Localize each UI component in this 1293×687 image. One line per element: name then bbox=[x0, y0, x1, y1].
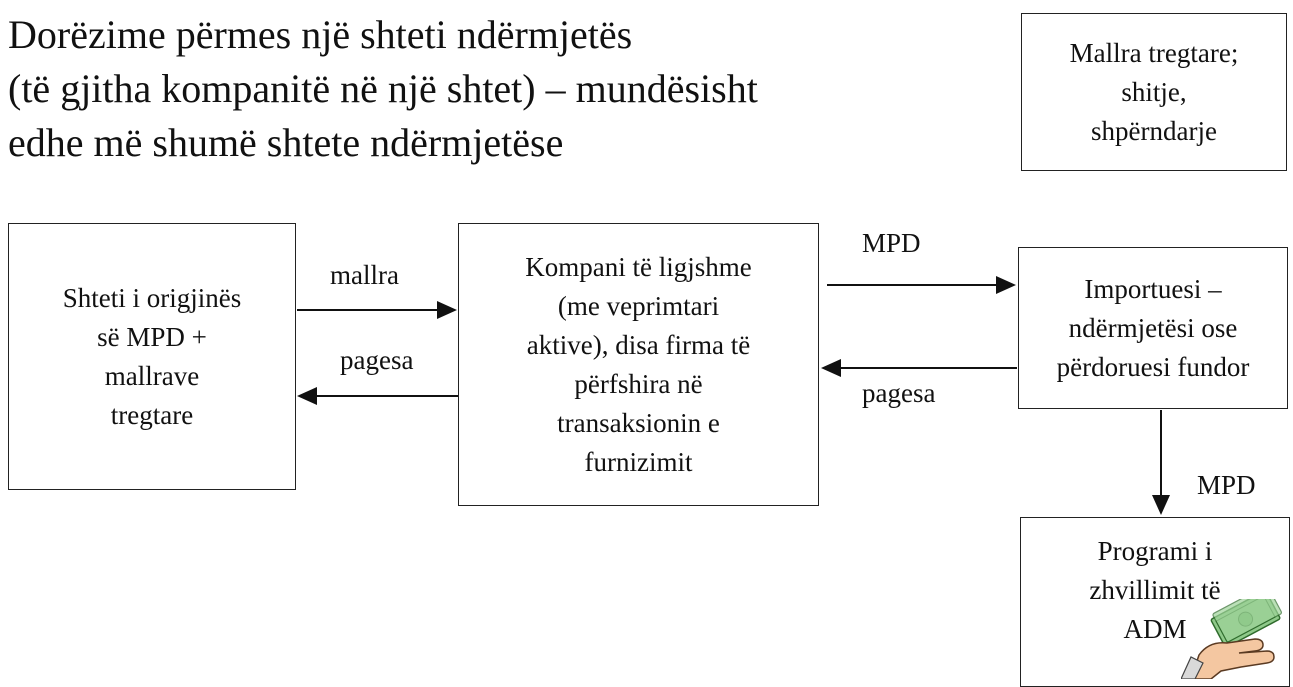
hand-with-money-icon bbox=[1181, 599, 1282, 679]
label-payment-right: pagesa bbox=[862, 378, 936, 408]
title-line-3: edhe më shumë shtete ndërmjetëse bbox=[8, 120, 564, 165]
arrow-mpd-right-head bbox=[996, 276, 1016, 294]
node-origin-country: Shteti i origjinës së MPD + mallrave tre… bbox=[8, 223, 296, 490]
node-program-label: Programi i zhvillimit të ADM bbox=[1089, 536, 1221, 644]
node-importer-label: Importuesi – ndërmjetësi ose përdoruesi … bbox=[1056, 273, 1250, 382]
node-importer: Importuesi – ndërmjetësi ose përdoruesi … bbox=[1018, 247, 1288, 409]
node-companies: Kompani të ligjshme (me veprimtari aktiv… bbox=[458, 223, 819, 506]
node-origin-label: Shteti i origjinës së MPD + mallrave tre… bbox=[62, 282, 242, 430]
title-line-1: Dorëzime përmes një shteti ndërmjetës bbox=[8, 12, 633, 57]
label-goods: mallra bbox=[330, 260, 399, 290]
label-mpd-down: MPD bbox=[1197, 470, 1256, 500]
legend-box: Mallra tregtare; shitje, shpërndarje bbox=[1021, 13, 1287, 171]
legend-text: Mallra tregtare; shitje, shpërndarje bbox=[1069, 37, 1239, 146]
arrow-payment-right-head bbox=[821, 359, 841, 377]
node-companies-label: Kompani të ligjshme (me veprimtari aktiv… bbox=[525, 251, 752, 477]
arrow-mpd-down-head bbox=[1152, 495, 1170, 515]
title-line-2: (të gjitha kompanitë në një shtet) – mun… bbox=[8, 66, 758, 111]
label-mpd-right: MPD bbox=[862, 228, 921, 258]
label-payment-left: pagesa bbox=[340, 345, 414, 375]
arrow-goods-head bbox=[437, 301, 457, 319]
arrow-payment-left-head bbox=[297, 387, 317, 405]
diagram-title: Dorëzime përmes një shteti ndërmjetës (t… bbox=[8, 8, 758, 170]
